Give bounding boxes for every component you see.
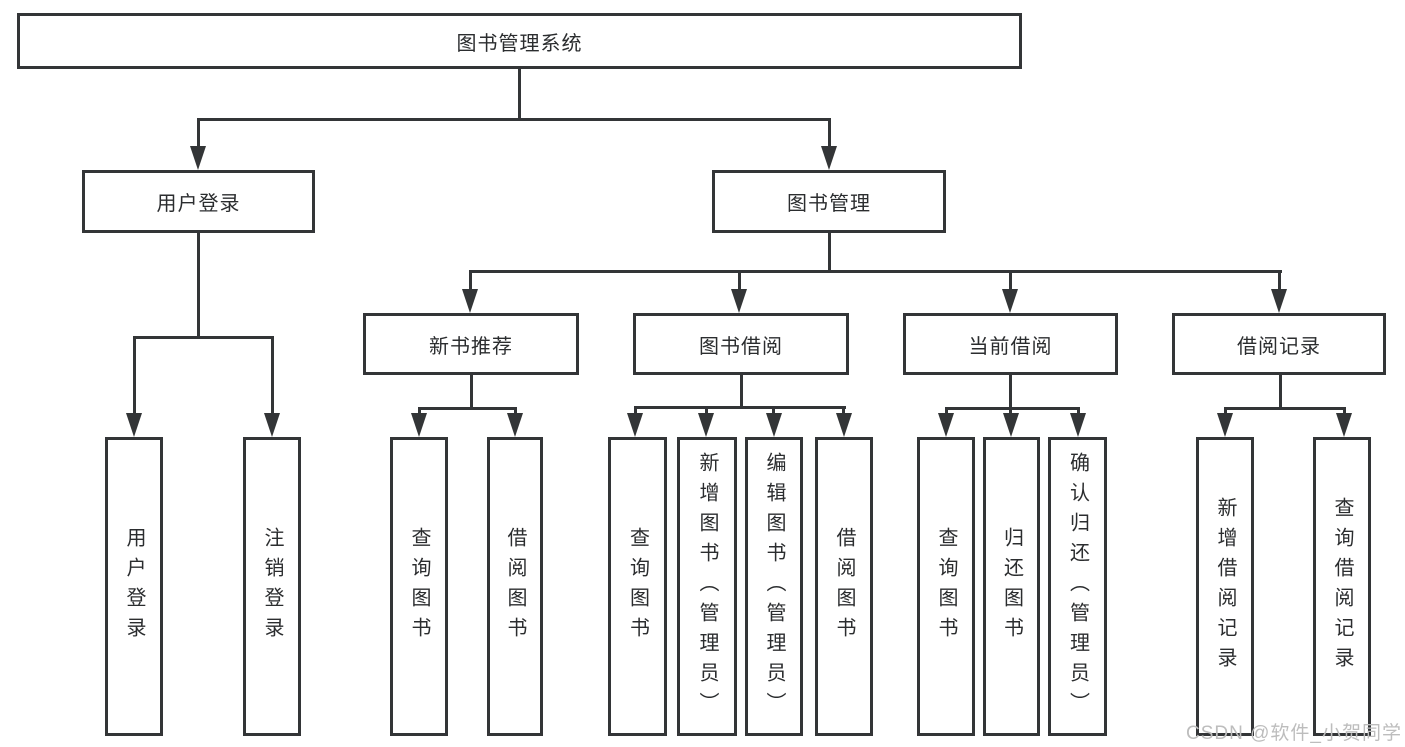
node-bb-query-books-label: 查询图书 <box>626 526 649 647</box>
connector-drop-cb-confirm <box>1077 407 1080 413</box>
arrow-down-icon <box>1070 413 1086 437</box>
node-cb-return-books: 归还图书 <box>983 437 1040 736</box>
node-rec-query-books: 查询图书 <box>390 437 448 736</box>
node-rec-borrow-books-label: 借阅图书 <box>504 526 526 647</box>
node-cb-confirm-return-admin-label: 确认归还（管理员） <box>1066 451 1089 722</box>
connector-drop-bb-borrow <box>842 406 845 413</box>
connector-current-stem <box>1009 375 1012 408</box>
arrow-down-icon <box>938 413 954 437</box>
node-bb-query-books: 查询图书 <box>608 437 667 736</box>
node-logout-action-label: 注销登录 <box>261 526 283 647</box>
node-borrow-record: 借阅记录 <box>1172 313 1386 375</box>
connector-drop-rec-borrow <box>514 407 517 413</box>
connector-login-stem <box>197 233 200 338</box>
connector-drop-cb-return <box>1009 407 1012 413</box>
connector-drop-new-book <box>469 270 472 289</box>
connector-record-bar <box>1224 407 1346 410</box>
node-new-book-recommend-label: 新书推荐 <box>429 335 513 358</box>
node-br-add-record-label: 新增借阅记录 <box>1214 496 1236 677</box>
node-bb-edit-books-admin: 编辑图书（管理员） <box>745 437 803 736</box>
node-rec-query-books-label: 查询图书 <box>408 526 430 647</box>
connector-mgmt-bar <box>469 270 1282 273</box>
connector-borrow-stem <box>740 375 743 407</box>
node-current-borrow-label: 当前借阅 <box>968 335 1053 358</box>
node-user-login-action: 用户登录 <box>105 437 163 736</box>
node-root-label: 图书管理系统 <box>456 32 583 55</box>
connector-drop-cb-query <box>945 407 948 413</box>
node-br-add-record: 新增借阅记录 <box>1196 437 1254 736</box>
connector-drop-login-action <box>133 336 136 413</box>
node-book-borrow-label: 图书借阅 <box>699 335 783 358</box>
connector-drop-borrow-record <box>1278 270 1281 289</box>
arrow-down-icon <box>1003 413 1019 437</box>
arrow-down-icon <box>462 289 478 313</box>
connector-record-stem <box>1279 375 1282 408</box>
node-root-library-system: 图书管理系统 <box>17 13 1022 69</box>
node-user-login-action-label: 用户登录 <box>123 526 145 647</box>
connector-drop-book-mgmt <box>828 118 831 146</box>
node-bb-add-books-admin: 新增图书（管理员） <box>677 437 737 736</box>
connector-login-bar <box>133 336 274 339</box>
node-current-borrow: 当前借阅 <box>903 313 1118 375</box>
connector-drop-rec-query <box>418 407 421 413</box>
connector-drop-br-add <box>1224 407 1227 413</box>
arrow-down-icon <box>126 413 142 437</box>
node-borrow-record-label: 借阅记录 <box>1237 335 1321 358</box>
connector-root-stem <box>518 69 521 118</box>
node-cb-confirm-return-admin: 确认归还（管理员） <box>1048 437 1107 736</box>
arrow-down-icon <box>836 413 852 437</box>
arrow-down-icon <box>1217 413 1233 437</box>
arrow-down-icon <box>1002 289 1018 313</box>
node-user-login-branch: 用户登录 <box>82 170 315 233</box>
arrow-down-icon <box>766 413 782 437</box>
node-rec-borrow-books: 借阅图书 <box>487 437 543 736</box>
connector-drop-bb-query <box>634 406 637 413</box>
node-cb-return-books-label: 归还图书 <box>1000 526 1023 647</box>
node-br-query-record-label: 查询借阅记录 <box>1331 496 1353 677</box>
node-br-query-record: 查询借阅记录 <box>1313 437 1371 736</box>
arrow-down-icon <box>507 413 523 437</box>
node-book-management-branch-label: 图书管理 <box>787 193 871 215</box>
connector-drop-bb-add <box>705 406 708 413</box>
arrow-down-icon <box>264 413 280 437</box>
node-cb-query-books: 查询图书 <box>917 437 975 736</box>
arrow-down-icon <box>731 289 747 313</box>
connector-mgmt-stem <box>828 233 831 272</box>
arrow-down-icon <box>698 413 714 437</box>
connector-drop-book-borrow <box>738 270 741 289</box>
connector-rec-stem <box>470 375 473 408</box>
connector-root-bar <box>197 118 831 121</box>
connector-drop-br-query <box>1343 407 1346 413</box>
node-bb-edit-books-admin-label: 编辑图书（管理员） <box>763 451 785 722</box>
node-bb-add-books-admin-label: 新增图书（管理员） <box>696 451 718 722</box>
arrow-down-icon <box>1271 289 1287 313</box>
connector-drop-current-borrow <box>1009 270 1012 289</box>
node-book-management-branch: 图书管理 <box>712 170 946 233</box>
arrow-down-icon <box>411 413 427 437</box>
connector-drop-logout-action <box>271 336 274 413</box>
arrow-down-icon <box>821 146 837 170</box>
node-book-borrow: 图书借阅 <box>633 313 849 375</box>
connector-current-bar <box>945 407 1080 410</box>
arrow-down-icon <box>627 413 643 437</box>
node-new-book-recommend: 新书推荐 <box>363 313 579 375</box>
arrow-down-icon <box>190 146 206 170</box>
connector-borrow-bar <box>634 406 846 409</box>
connector-rec-bar <box>418 407 517 410</box>
node-bb-borrow-books-label: 借阅图书 <box>833 526 855 647</box>
arrow-down-icon <box>1336 413 1352 437</box>
node-user-login-branch-label: 用户登录 <box>156 193 241 215</box>
csdn-watermark: CSDN @软件_小贺同学 <box>1186 723 1402 744</box>
node-logout-action: 注销登录 <box>243 437 301 736</box>
node-bb-borrow-books: 借阅图书 <box>815 437 873 736</box>
node-cb-query-books-label: 查询图书 <box>935 526 957 647</box>
connector-drop-bb-edit <box>772 406 775 413</box>
connector-drop-user-login <box>197 118 200 146</box>
